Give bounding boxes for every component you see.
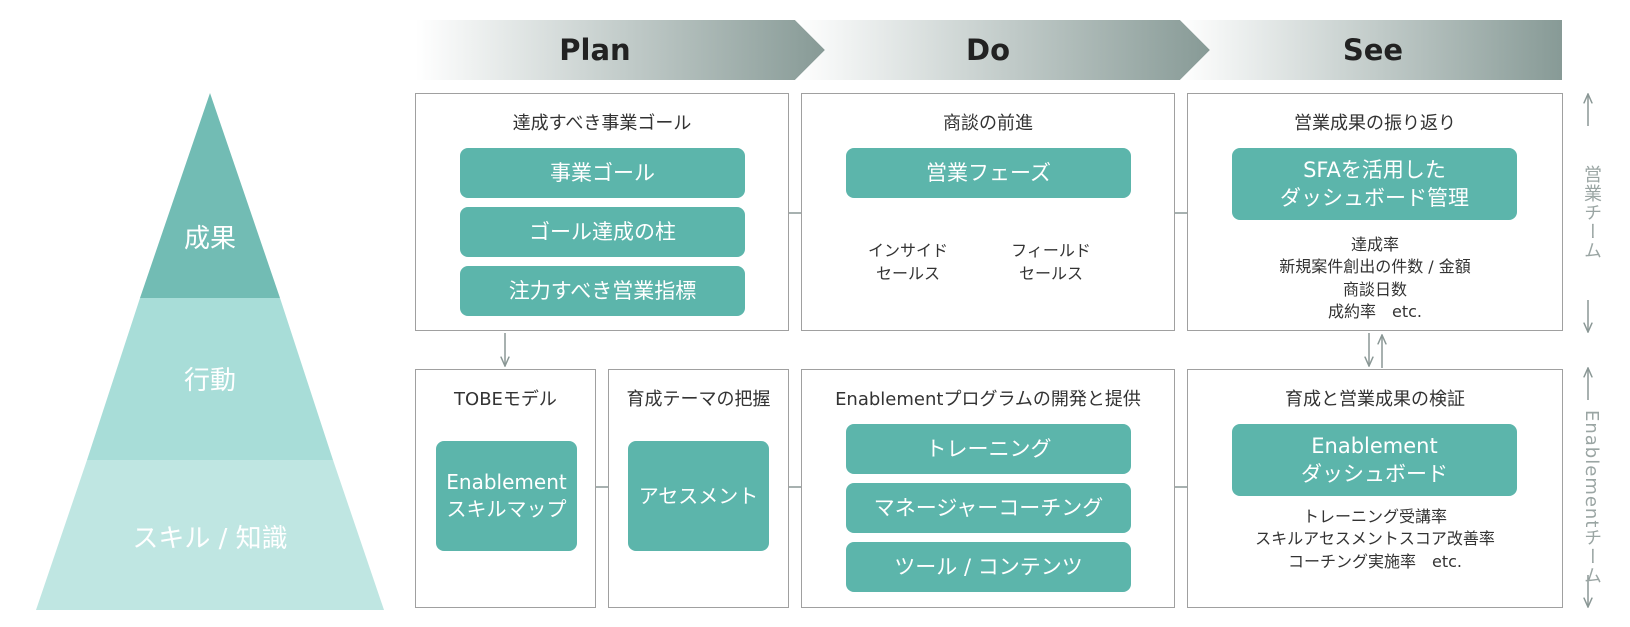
label-inside-sales: インサイド セールス [867, 240, 948, 283]
phase-label-plan: Plan [559, 33, 631, 67]
metric-item: 成約率 etc. [1327, 302, 1422, 322]
box-sales-phase: 営業フェーズ [846, 148, 1131, 198]
label-field-sales: フィールド セールス [1011, 240, 1091, 283]
box-manager-coaching: マネージャーコーチング [846, 483, 1131, 533]
metric-item: トレーニング受講率 [1302, 507, 1447, 526]
pyramid-level-2 [87, 298, 333, 460]
panel-deal-progress: 商談の前進 営業フェーズ [801, 93, 1175, 331]
metric-item: 商談日数 [1342, 279, 1407, 299]
panel-title: TOBEモデル [454, 389, 557, 410]
panel-title: 達成すべき事業ゴール [512, 113, 692, 134]
panel-theme-grasp: 育成テーマの把握 アセスメント [608, 369, 789, 608]
box-training: トレーニング [846, 424, 1131, 474]
panel-enablement-program: Enablementプログラムの開発と提供 トレーニング マネージャーコーチング… [801, 369, 1175, 608]
box-tools-content: ツール / コンテンツ [846, 542, 1131, 592]
phase-chevron-plan [416, 20, 825, 80]
pyramid-label-actions: 行動 [183, 366, 236, 396]
pyramid-level-1 [140, 93, 280, 298]
phase-chevron-see [1180, 20, 1562, 80]
side-label-enablement-team: Enablementチーム [1581, 410, 1602, 586]
metrics-list: トレーニング受講率 スキルアセスメントスコア改善率 コーチング実施率 etc. [1188, 506, 1562, 573]
panel-title: 育成と営業成果の検証 [1285, 389, 1465, 410]
metric-item: 達成率 [1350, 235, 1399, 254]
phase-chevron-do [795, 20, 1210, 80]
box-sfa-dashboard: SFAを活用した ダッシュボード管理 [1232, 148, 1517, 220]
box-goal-pillars: ゴール達成の柱 [460, 207, 745, 257]
pyramid-label-skills: スキル / 知識 [132, 524, 288, 554]
panel-tobe-model: TOBEモデル Enablement スキルマップ [415, 369, 596, 608]
box-skill-map: Enablement スキルマップ [436, 441, 577, 551]
panel-title: 育成テーマの把握 [626, 389, 771, 410]
box-focus-kpi: 注力すべき営業指標 [460, 266, 745, 316]
side-label-sales-team: 営業チーム [1581, 165, 1602, 260]
phase-label-see: See [1342, 33, 1404, 67]
pyramid-level-3 [36, 460, 384, 610]
panel-business-goal: 達成すべき事業ゴール 事業ゴール ゴール達成の柱 注力すべき営業指標 [415, 93, 789, 331]
metric-item: コーチング実施率 etc. [1287, 551, 1462, 571]
panel-sales-review: 営業成果の振り返り SFAを活用した ダッシュボード管理 達成率 新規案件創出の… [1187, 93, 1563, 331]
phase-label-do: Do [966, 33, 1010, 67]
panel-title: Enablementプログラムの開発と提供 [835, 389, 1141, 410]
panel-enablement-verification: 育成と営業成果の検証 Enablement ダッシュボード トレーニング受講率 … [1187, 369, 1563, 608]
box-assessment: アセスメント [628, 441, 769, 551]
metrics-list: 達成率 新規案件創出の件数 / 金額 商談日数 成約率 etc. [1188, 234, 1562, 324]
metric-item: スキルアセスメントスコア改善率 [1255, 529, 1495, 549]
panel-title: 営業成果の振り返り [1294, 113, 1456, 134]
box-business-goal: 事業ゴール [460, 148, 745, 198]
pyramid-label-results: 成果 [183, 224, 236, 254]
panel-title: 商談の前進 [943, 113, 1033, 134]
metric-item: 新規案件創出の件数 / 金額 [1279, 257, 1471, 277]
box-enablement-dashboard: Enablement ダッシュボード [1232, 424, 1517, 496]
